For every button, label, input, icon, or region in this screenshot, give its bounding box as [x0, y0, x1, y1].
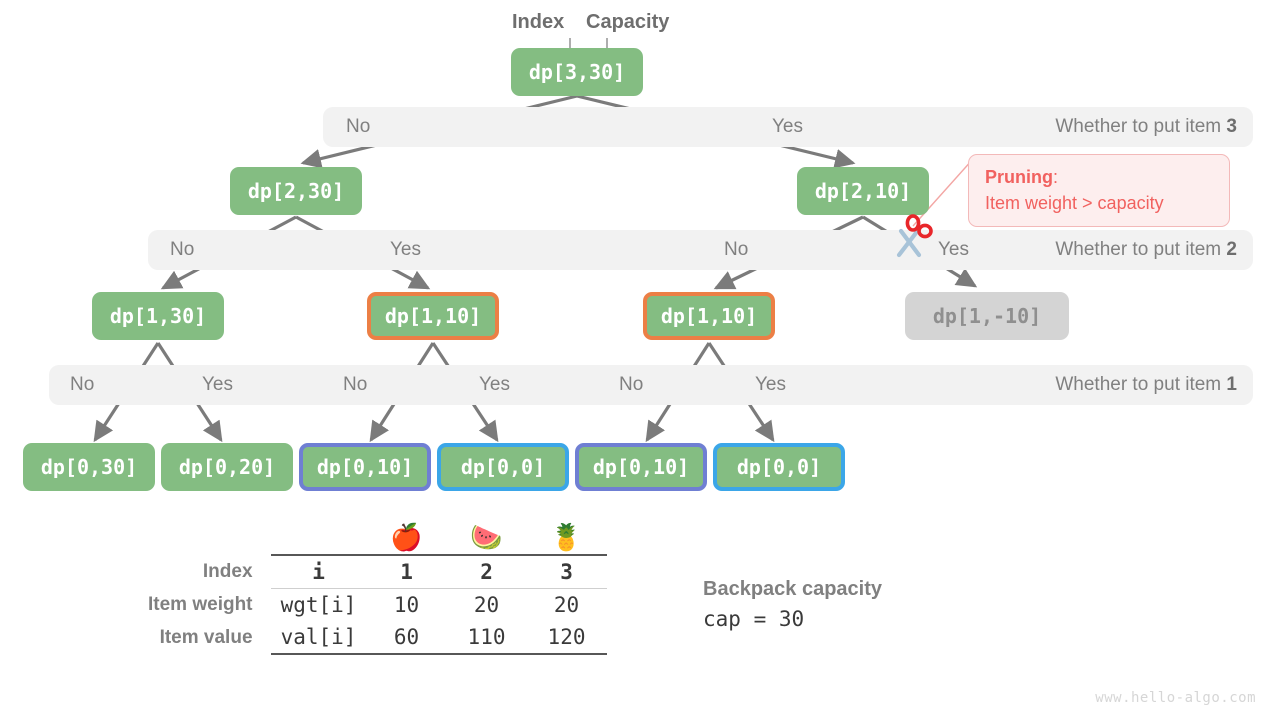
band1-question: Whether to put item 1 — [1055, 374, 1237, 396]
items-table-grid: 🍎 🍉 🍍 Index i 1 2 3 Item weight wgt[i] 1… — [148, 520, 607, 655]
row-head-index: Index — [202, 560, 253, 582]
backpack-capacity-note: Backpack capacity cap = 30 — [703, 578, 882, 631]
leaf-node-dp-0-10-left[interactable]: dp[0,10] — [299, 443, 431, 491]
band1-question-item: 1 — [1226, 374, 1237, 395]
cell-val-1: 60 — [366, 621, 447, 655]
pineapple-icon: 🍍 — [550, 522, 583, 552]
band2-no-right-label: No — [724, 239, 749, 260]
tree-node-dp-2-10[interactable]: dp[2,10] — [797, 167, 929, 215]
band1-no-2-label: No — [343, 374, 368, 395]
scissors-icon — [896, 214, 933, 258]
table-row: Item weight wgt[i] 10 20 20 — [148, 589, 607, 622]
tree-node-dp-1-10-left[interactable]: dp[1,10] — [367, 292, 499, 340]
caption-index: Index — [512, 11, 565, 33]
pruning-callout: Pruning: Item weight > capacity — [968, 154, 1230, 228]
band1-yes-2-label: Yes — [479, 374, 510, 395]
cell-val-name: val[i] — [270, 621, 367, 655]
tree-node-dp-1-30[interactable]: dp[1,30] — [92, 292, 224, 340]
capacity-title: Backpack capacity — [703, 578, 883, 600]
leaf-node-dp-0-20[interactable]: dp[0,20] — [161, 443, 293, 491]
apple-icon: 🍎 — [390, 522, 423, 552]
level-band-item3: No Yes Whether to put item 3 — [323, 107, 1253, 147]
row-head-item-value: Item value — [159, 626, 253, 648]
band1-question-text: Whether to put item — [1055, 374, 1227, 395]
cell-val-3: 120 — [526, 621, 607, 655]
level-band-item2: No Yes No Yes Whether to put item 2 — [148, 230, 1253, 270]
cell-wgt-name: wgt[i] — [280, 593, 357, 617]
band3-no-label: No — [346, 116, 371, 137]
table-row: Item value val[i] 60 110 120 — [148, 621, 607, 655]
pruning-title: Pruning — [985, 167, 1053, 187]
pruning-colon: : — [1053, 167, 1059, 187]
tree-node-dp-1-10-right[interactable]: dp[1,10] — [643, 292, 775, 340]
emoji-row-spacer — [148, 520, 271, 555]
band2-yes-left-label: Yes — [390, 239, 421, 260]
cell-wgt-2: 20 — [473, 593, 500, 617]
watermark: www.hello-algo.com — [1095, 690, 1256, 706]
band2-no-left-label: No — [170, 239, 195, 260]
cell-index-name: i — [270, 554, 367, 589]
cell-wgt-1: 10 — [393, 593, 420, 617]
row-head-item-weight: Item weight — [148, 593, 253, 615]
band1-no-3-label: No — [619, 374, 644, 395]
cell-val-2: 110 — [446, 621, 527, 655]
band2-question-item: 2 — [1226, 239, 1237, 260]
watermelon-icon: 🍉 — [470, 522, 503, 552]
level-band-item1: No Yes No Yes No Yes Whether to put item… — [49, 365, 1253, 405]
band3-question-text: Whether to put item — [1055, 116, 1227, 137]
tree-node-dp-1-neg10: dp[1,-10] — [905, 292, 1069, 340]
band2-question-text: Whether to put item — [1055, 239, 1227, 260]
cell-index-2: 2 — [446, 554, 527, 589]
table-row: Index i 1 2 3 — [148, 554, 607, 589]
leaf-node-dp-0-10-right[interactable]: dp[0,10] — [575, 443, 707, 491]
band3-yes-label: Yes — [772, 116, 803, 137]
cell-index-3: 3 — [526, 554, 607, 589]
band1-yes-1-label: Yes — [202, 374, 233, 395]
emoji-cell-blank — [271, 520, 367, 555]
band2-yes-right-label: Yes — [938, 239, 969, 260]
cell-index-1: 1 — [366, 554, 447, 589]
cell-wgt-3: 20 — [553, 593, 580, 617]
pruning-title-line: Pruning: — [985, 164, 1215, 190]
band3-question: Whether to put item 3 — [1055, 116, 1237, 138]
caption-capacity: Capacity — [586, 11, 670, 33]
leaf-node-dp-0-30[interactable]: dp[0,30] — [23, 443, 155, 491]
leaf-node-dp-0-0-left[interactable]: dp[0,0] — [437, 443, 569, 491]
tree-node-dp-2-30[interactable]: dp[2,30] — [230, 167, 362, 215]
leaf-node-dp-0-0-right[interactable]: dp[0,0] — [713, 443, 845, 491]
band1-yes-3-label: Yes — [755, 374, 786, 395]
pruning-reason: Item weight > capacity — [985, 193, 1164, 214]
items-table: 🍎 🍉 🍍 Index i 1 2 3 Item weight wgt[i] 1… — [148, 520, 607, 655]
table-emoji-row: 🍎 🍉 🍍 — [148, 520, 607, 555]
band2-question: Whether to put item 2 — [1055, 239, 1237, 261]
band1-no-1-label: No — [70, 374, 95, 395]
tree-node-dp-3-30[interactable]: dp[3,30] — [511, 48, 643, 96]
band3-question-item: 3 — [1226, 116, 1237, 137]
capacity-value: cap = 30 — [703, 607, 805, 631]
